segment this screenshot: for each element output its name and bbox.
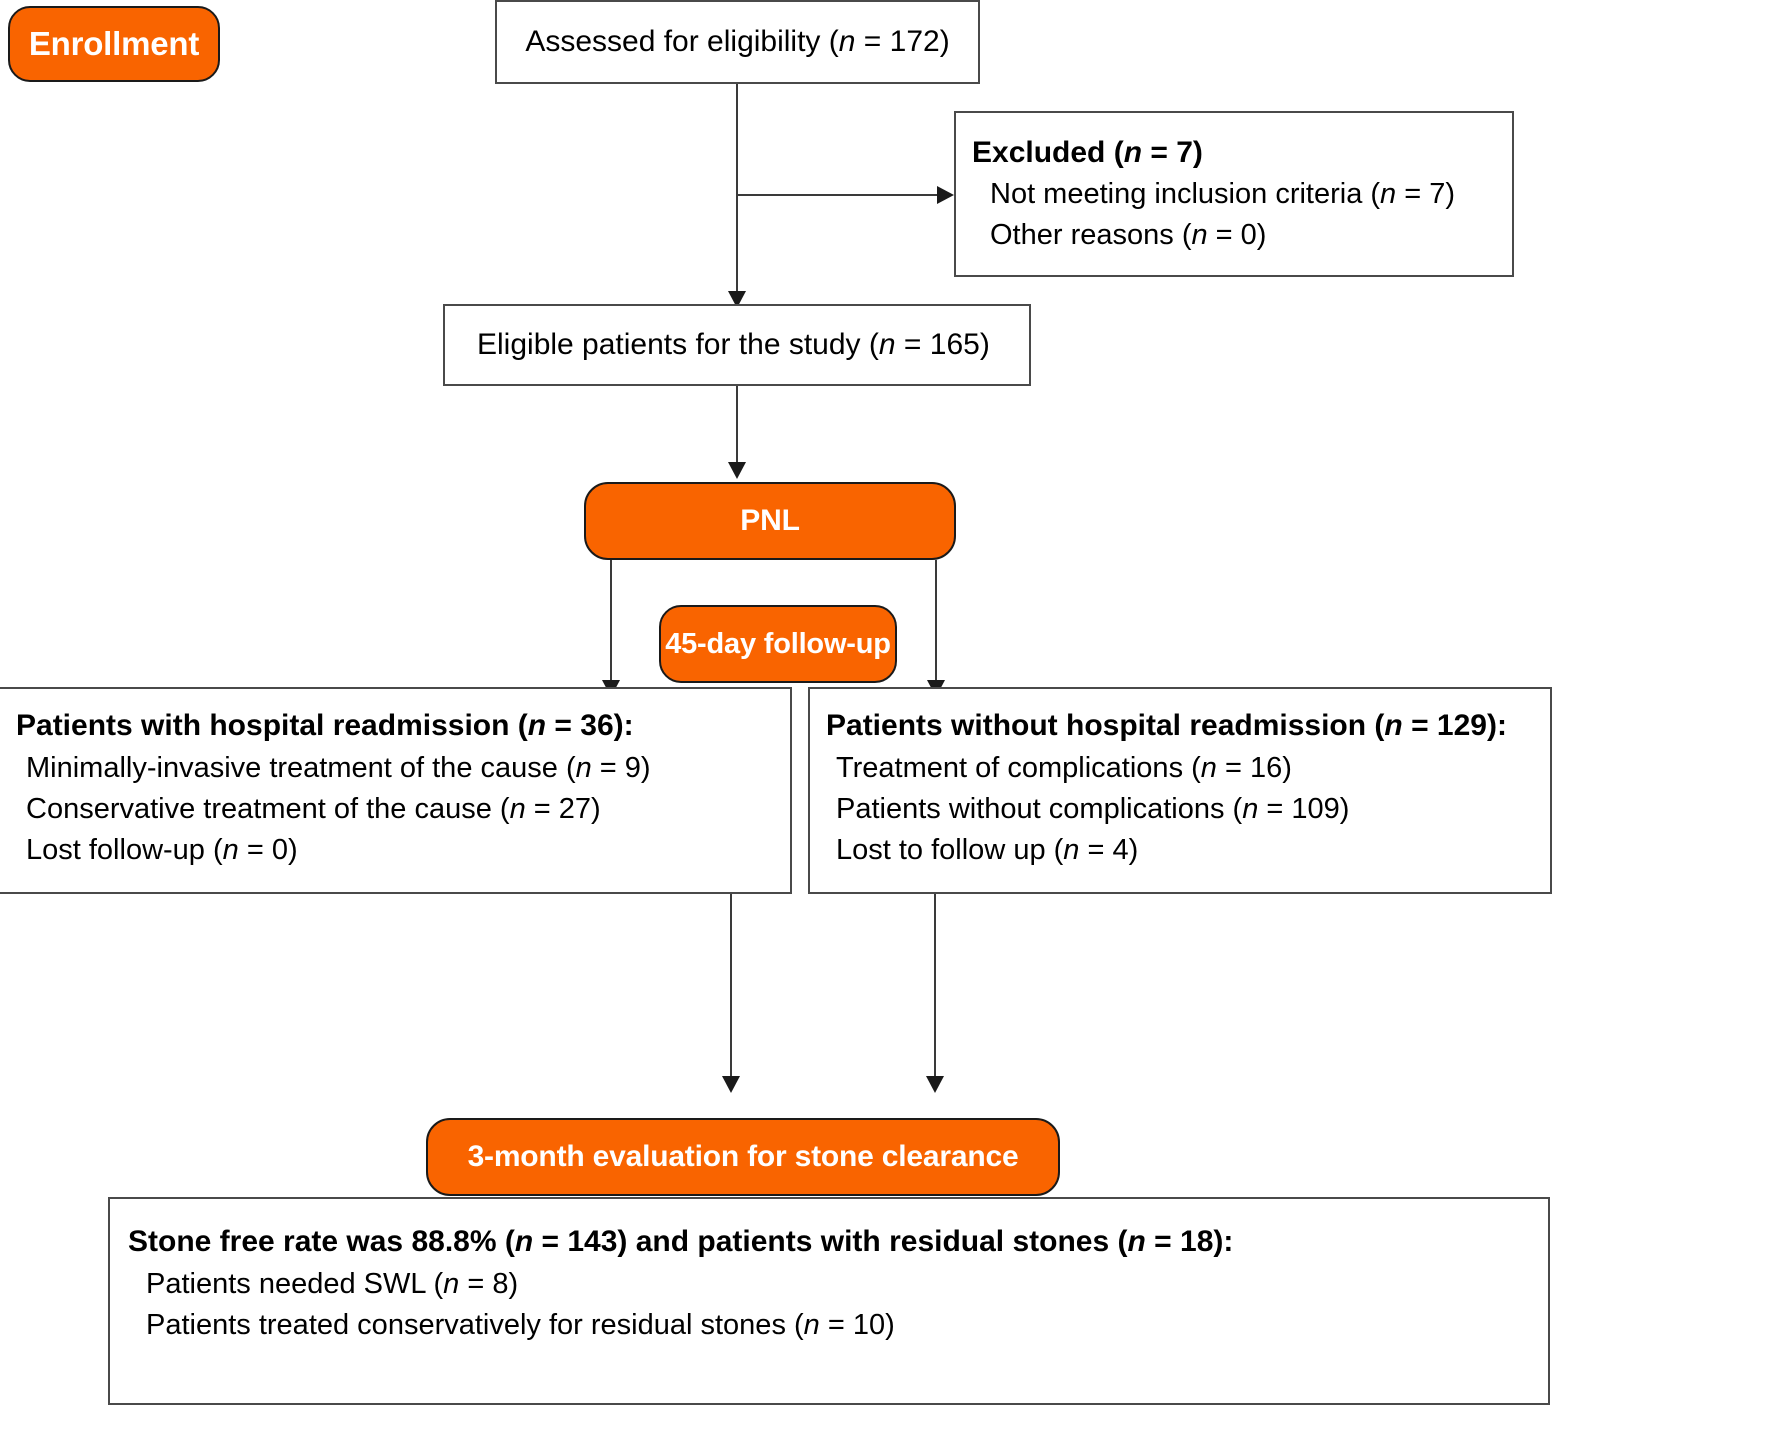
excluded-heading-n: n	[1123, 135, 1143, 169]
assessed-text: Assessed for eligibility (n = 172)	[525, 21, 949, 64]
excluded-heading-before: Excluded (	[972, 135, 1124, 169]
eligible-text-after: = 165)	[895, 327, 990, 361]
without-readmission-heading-after: = 129):	[1402, 709, 1507, 742]
excluded-item: Not meeting inclusion criteria (n = 7)	[972, 174, 1496, 215]
eligible-text: Eligible patients for the study (n = 165…	[477, 324, 990, 367]
assessed-text-after: = 172)	[855, 24, 950, 58]
without-readmission-item-before: Treatment of complications (	[836, 751, 1201, 784]
connector-assessed-to-excluded	[736, 194, 940, 196]
excluded-item-n: n	[1191, 219, 1208, 252]
with-readmission-item-n: n	[509, 792, 526, 825]
with-readmission-item-before: Minimally-invasive treatment of the caus…	[26, 751, 576, 784]
outcome-item: Patients needed SWL (n = 8)	[128, 1264, 1536, 1305]
excluded-item-after: = 7)	[1396, 178, 1456, 211]
node-without-readmission: Patients without hospital readmission (n…	[808, 687, 1552, 894]
without-readmission-item-after: = 4)	[1079, 833, 1139, 866]
outcome-heading-n1: n	[514, 1225, 534, 1258]
with-readmission-heading: Patients with hospital readmission (n = …	[16, 705, 778, 748]
outcome-item: Patients treated conservatively for resi…	[128, 1305, 1536, 1346]
without-readmission-item-before: Lost to follow up (	[836, 833, 1064, 866]
assessed-n-symbol: n	[838, 24, 856, 58]
outcome-heading-b: = 143) and patients with residual stones…	[533, 1225, 1128, 1258]
outcome-item-n: n	[443, 1267, 460, 1300]
with-readmission-item-after: = 9)	[591, 751, 651, 784]
without-readmission-item-n: n	[1242, 792, 1259, 825]
stage-badge-pnl-label: PNL	[740, 504, 800, 537]
excluded-heading: Excluded (n = 7)	[972, 132, 1496, 175]
without-readmission-item-after: = 16)	[1216, 751, 1292, 784]
outcome-heading-n2: n	[1127, 1225, 1146, 1258]
outcome-item-before: Patients treated conservatively for resi…	[146, 1308, 804, 1341]
connector-assessed-to-eligible	[736, 84, 738, 302]
without-readmission-item-n: n	[1200, 751, 1217, 784]
node-eligible-patients: Eligible patients for the study (n = 165…	[443, 304, 1031, 386]
connector-no-readmission-to-evaluation	[934, 894, 936, 1079]
excluded-item-before: Other reasons (	[990, 219, 1192, 252]
node-excluded: Excluded (n = 7) Not meeting inclusion c…	[954, 111, 1514, 277]
outcome-heading-a: Stone free rate was 88.8% (	[128, 1225, 515, 1258]
with-readmission-item-n: n	[575, 751, 592, 784]
eligible-n-symbol: n	[878, 327, 896, 361]
with-readmission-item-n: n	[222, 833, 239, 866]
without-readmission-item-n: n	[1063, 833, 1080, 866]
without-readmission-heading-n: n	[1384, 709, 1403, 742]
connector-readmission-to-evaluation	[730, 894, 732, 1079]
arrow-readmission-to-evaluation	[722, 1076, 740, 1093]
without-readmission-item: Lost to follow up (n = 4)	[826, 830, 1538, 871]
outcome-item-n: n	[803, 1308, 820, 1341]
arrow-no-readmission-to-evaluation	[926, 1076, 944, 1093]
without-readmission-item: Patients without complications (n = 109)	[826, 789, 1538, 830]
arrow-eligible-to-pnl	[728, 462, 746, 479]
node-with-readmission: Patients with hospital readmission (n = …	[0, 687, 792, 894]
stage-badge-evaluation: 3-month evaluation for stone clearance	[426, 1118, 1060, 1196]
outcome-item-before: Patients needed SWL (	[146, 1267, 444, 1300]
without-readmission-item-after: = 109)	[1258, 792, 1350, 825]
connector-pnl-left-branch	[610, 560, 612, 684]
stage-badge-evaluation-label: 3-month evaluation for stone clearance	[467, 1140, 1019, 1173]
stage-badge-enrollment-label: Enrollment	[28, 25, 200, 62]
with-readmission-item: Minimally-invasive treatment of the caus…	[16, 748, 778, 789]
eligible-text-before: Eligible patients for the study (	[477, 327, 879, 361]
without-readmission-heading: Patients without hospital readmission (n…	[826, 705, 1538, 748]
with-readmission-item-after: = 27)	[525, 792, 601, 825]
with-readmission-item-before: Lost follow-up (	[26, 833, 223, 866]
connector-pnl-right-branch	[935, 560, 937, 684]
node-stone-free-outcome: Stone free rate was 88.8% (n = 143) and …	[108, 1197, 1550, 1405]
assessed-text-before: Assessed for eligibility (	[525, 24, 839, 58]
with-readmission-heading-before: Patients with hospital readmission (	[16, 709, 528, 742]
stage-badge-followup-label: 45-day follow-up	[665, 627, 891, 660]
with-readmission-item: Conservative treatment of the cause (n =…	[16, 789, 778, 830]
without-readmission-heading-before: Patients without hospital readmission (	[826, 709, 1385, 742]
outcome-heading: Stone free rate was 88.8% (n = 143) and …	[128, 1221, 1536, 1264]
connector-eligible-to-pnl	[736, 386, 738, 466]
outcome-item-after: = 10)	[819, 1308, 895, 1341]
outcome-item-after: = 8)	[459, 1267, 519, 1300]
with-readmission-item-after: = 0)	[238, 833, 298, 866]
node-assessed-for-eligibility: Assessed for eligibility (n = 172)	[495, 0, 980, 84]
excluded-item: Other reasons (n = 0)	[972, 215, 1496, 256]
with-readmission-item-before: Conservative treatment of the cause (	[26, 792, 510, 825]
with-readmission-item: Lost follow-up (n = 0)	[16, 830, 778, 871]
with-readmission-heading-n: n	[527, 709, 547, 742]
excluded-item-before: Not meeting inclusion criteria (	[990, 178, 1381, 211]
with-readmission-heading-after: = 36):	[546, 709, 634, 742]
excluded-item-after: = 0)	[1207, 219, 1267, 252]
excluded-item-n: n	[1380, 178, 1397, 211]
without-readmission-item: Treatment of complications (n = 16)	[826, 748, 1538, 789]
stage-badge-pnl: PNL	[584, 482, 956, 560]
without-readmission-item-before: Patients without complications (	[836, 792, 1243, 825]
outcome-heading-c: = 18):	[1145, 1225, 1234, 1258]
excluded-heading-after: = 7)	[1142, 135, 1203, 169]
arrow-assessed-to-eligible	[728, 291, 746, 308]
stage-badge-followup: 45-day follow-up	[659, 605, 897, 683]
stage-badge-enrollment: Enrollment	[8, 6, 220, 82]
arrow-to-excluded	[937, 186, 954, 204]
